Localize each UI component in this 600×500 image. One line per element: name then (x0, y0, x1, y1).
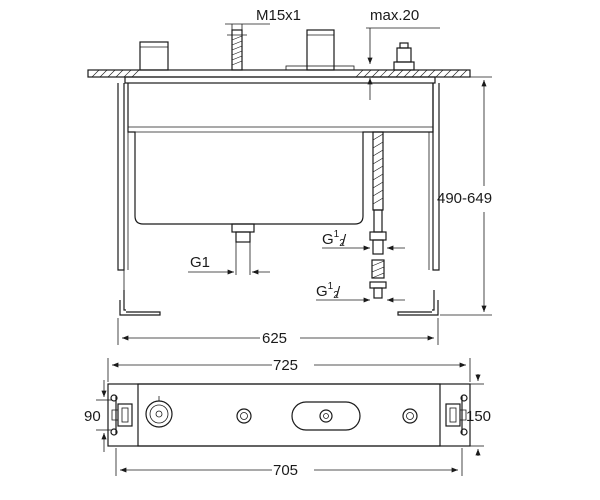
connector-lower (369, 259, 387, 299)
label-width-725: 725 (273, 357, 298, 374)
svg-text:/: / (336, 284, 341, 301)
label-conn-upper: G12 (322, 229, 345, 249)
label-height-90: 90 (84, 408, 101, 425)
outlet-g1 (231, 223, 255, 275)
top-plate-outline (107, 383, 471, 447)
connector-upper (369, 209, 387, 255)
thread-pipe (227, 29, 247, 71)
label-max-depth: max.20 (370, 7, 419, 24)
top-view: 725 (84, 357, 491, 479)
side-view: M15x1 max.20 490-649 G1 G12 / G12 / 625 (87, 7, 492, 347)
top-plate (87, 69, 471, 78)
top-cylinder-right (306, 29, 335, 71)
mounting-bracket-left (110, 394, 133, 436)
round-fitting-left (145, 396, 173, 428)
oval-drain (291, 401, 361, 431)
label-thread: M15x1 (256, 7, 301, 24)
svg-text:/: / (342, 232, 347, 249)
top-connector-right (393, 42, 415, 71)
mounting-flange (124, 76, 436, 84)
label-height-range: 490-649 (437, 190, 492, 207)
frame-leg-left (117, 83, 161, 316)
label-outlet-g1: G1 (190, 254, 210, 271)
round-fitting-right (402, 408, 418, 424)
label-width-705: 705 (273, 462, 298, 479)
hose (372, 131, 384, 211)
label-conn-lower: G12 (316, 281, 339, 301)
top-cylinder-left (139, 41, 169, 71)
mounting-bracket-right (445, 394, 468, 436)
top-body-outline (137, 383, 441, 447)
label-height-150: 150 (466, 408, 491, 425)
housing (127, 83, 434, 225)
label-width-625: 625 (262, 330, 287, 347)
small-nut (236, 408, 252, 424)
frame-leg-right (397, 83, 440, 316)
